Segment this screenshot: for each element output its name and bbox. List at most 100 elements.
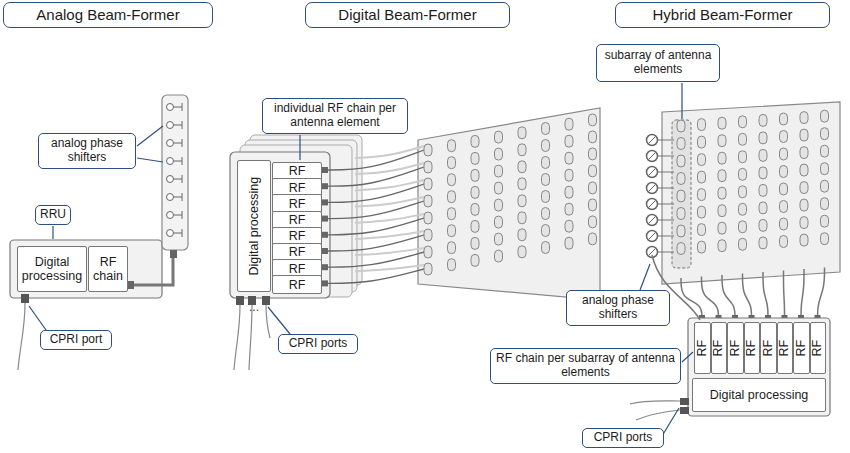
rf-cable (355, 180, 424, 190)
cpri-connector (680, 398, 689, 405)
antenna-element (780, 183, 788, 195)
phase-shifter (167, 158, 174, 165)
antenna-element (565, 186, 573, 198)
callout-label: RRU (35, 205, 71, 225)
node-text: RF (289, 164, 306, 178)
antenna-element (821, 198, 829, 210)
node-text: RF (289, 229, 306, 243)
antenna-element (471, 203, 479, 215)
antenna-element (495, 250, 503, 262)
feed-line (657, 188, 674, 189)
antenna-element (759, 237, 767, 249)
antenna-element (565, 237, 573, 249)
callout-label: analog phase shifters (566, 290, 670, 326)
antenna-element (565, 118, 573, 130)
node-text: CPRI ports (289, 337, 348, 351)
rf-cable (355, 146, 424, 158)
phase-shifter-mark (649, 153, 655, 159)
phase-shifter (647, 167, 658, 178)
rf-connector (322, 264, 328, 270)
antenna-elements (424, 114, 597, 275)
antenna-element (800, 217, 808, 229)
antenna-element (718, 240, 726, 252)
node-text: RF (289, 278, 306, 292)
antenna-element (518, 212, 526, 224)
antenna-element (495, 233, 503, 245)
antenna-element (542, 242, 550, 254)
antenna-element (518, 195, 526, 207)
antenna-element (698, 119, 706, 131)
antenna-element (589, 114, 597, 126)
node-text: RF (695, 340, 709, 357)
fiber-cable (630, 401, 680, 420)
node-text: RF (289, 181, 306, 195)
feed-line (657, 220, 674, 221)
antenna-element (739, 186, 747, 198)
antenna-element (448, 191, 456, 203)
antenna-element (174, 229, 182, 237)
node-text: Analog Beam-Former (36, 6, 179, 23)
rf-cable (743, 274, 752, 320)
antenna-element (718, 152, 726, 164)
antenna-element (780, 236, 788, 248)
subarray-outline (672, 120, 691, 268)
antenna-element (800, 234, 808, 246)
antenna-element (698, 224, 706, 236)
node-text: RF (728, 340, 742, 357)
phase-shifter (167, 122, 174, 129)
phase-shifter (647, 215, 658, 226)
node-text: RF (289, 197, 306, 211)
antenna-element (518, 161, 526, 173)
antenna-element (821, 163, 829, 175)
antenna-element (739, 203, 747, 215)
phase-shifter (647, 151, 658, 162)
antenna-element (542, 157, 550, 169)
antenna-element (174, 139, 182, 147)
antenna-element (495, 199, 503, 211)
antenna-element (780, 113, 788, 125)
phase-shifter (167, 194, 174, 201)
antenna-element (174, 121, 182, 129)
cpri-connector (21, 294, 29, 303)
phase-shifter-mark (649, 233, 655, 239)
rf-chain-box: RF chain (88, 246, 128, 292)
antenna-element (448, 140, 456, 152)
phase-shifter (167, 140, 174, 147)
leader-lines (29, 83, 693, 436)
leader-line (52, 226, 53, 239)
leader-line (29, 306, 46, 330)
rf-chain-box: RF (810, 322, 827, 374)
feed-line (657, 140, 674, 141)
node-text: analog phase shifters (571, 294, 665, 322)
rf-cable (763, 272, 768, 319)
panel-title: Analog Beam-Former (3, 2, 213, 28)
antenna-element (677, 225, 685, 237)
node-text: CPRI port (50, 333, 103, 347)
fiber-cable (234, 305, 270, 370)
antenna-element (424, 229, 432, 241)
antenna-element (589, 148, 597, 160)
antenna-element (542, 225, 550, 237)
antenna-element (424, 144, 432, 156)
feed-line (657, 204, 674, 205)
leader-line (682, 352, 693, 362)
rf-cable (323, 235, 424, 251)
antenna-element (565, 135, 573, 147)
rf-chain-box: RF (711, 322, 728, 374)
node-text: RF (794, 340, 808, 357)
antenna-element (800, 164, 808, 176)
antenna-element (800, 199, 808, 211)
antenna-element (677, 190, 685, 202)
phase-shifter (167, 104, 174, 111)
antenna-element (174, 103, 182, 111)
rf-chain-box: RF (694, 322, 711, 374)
antenna-element (821, 180, 829, 192)
antenna-element (174, 193, 182, 201)
processing-box: Digital processing (17, 246, 87, 292)
rf-chain-box: RF (272, 275, 322, 294)
node-text: Digital processing (710, 388, 809, 402)
rf-cable (355, 163, 424, 174)
antenna-element (448, 242, 456, 254)
